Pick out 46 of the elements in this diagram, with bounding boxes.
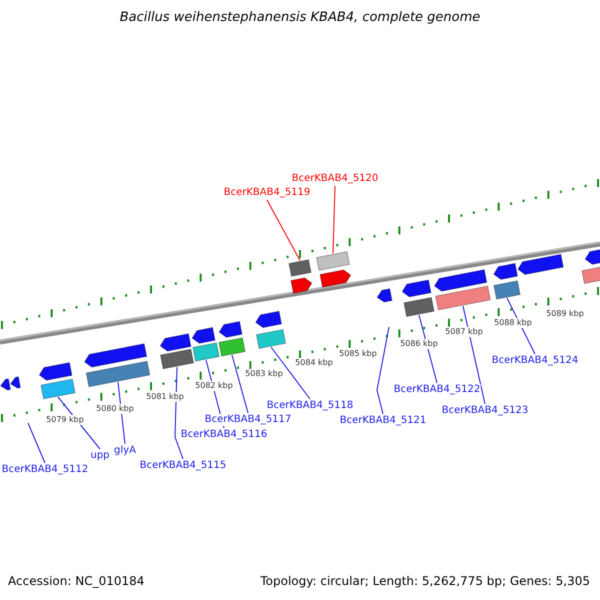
- gene-bar: [288, 259, 312, 277]
- gene-bar: [435, 286, 491, 310]
- scale-label: 5080 kbp: [96, 404, 134, 414]
- scale-label: 5079 kbp: [46, 415, 84, 425]
- gene-bar: [86, 360, 150, 388]
- scale-label: 5086 kbp: [400, 339, 438, 349]
- gene-bar: [403, 296, 435, 318]
- gene-label: BcerKBAB4_5120: [292, 173, 378, 185]
- genome-stats-text: Topology: circular; Length: 5,262,775 bp; Genes: 5,305: [260, 574, 590, 588]
- gene-label: BcerKBAB4_5123: [442, 405, 528, 417]
- gene-label: BcerKBAB4_5119: [224, 187, 310, 199]
- leader-line: [462, 306, 486, 404]
- gene-label: BcerKBAB4_5122: [394, 384, 480, 396]
- scale-label: 5082 kbp: [195, 381, 233, 391]
- gene-bar: [218, 337, 246, 357]
- gene-label: BcerKBAB4_5124: [492, 355, 578, 367]
- scale-label: 5087 kbp: [445, 327, 483, 337]
- gene-bar: [493, 280, 521, 300]
- gene-label: BcerKBAB4_5121: [340, 415, 426, 427]
- gene-label: upp: [90, 450, 110, 462]
- gene-bar: [160, 348, 194, 370]
- gene-label: BcerKBAB4_5115: [140, 460, 226, 472]
- leader-line: [270, 346, 310, 400]
- accession-text: Accession: NC_010184: [8, 574, 144, 588]
- gene-label: glyA: [114, 445, 136, 457]
- gene-bar: [256, 329, 286, 349]
- scale-label: 5085 kbp: [339, 349, 377, 359]
- leader-line: [332, 186, 336, 254]
- leader-line: [266, 200, 300, 261]
- leader-line: [174, 366, 184, 460]
- scale-label: 5084 kbp: [295, 358, 333, 368]
- leader-line: [28, 422, 46, 464]
- gene-label: BcerKBAB4_5118: [266, 400, 354, 412]
- scale-label: 5083 kbp: [245, 369, 283, 379]
- gene-bar: [192, 342, 220, 362]
- leader-line: [232, 354, 248, 414]
- scale-label: 5088 kbp: [494, 318, 532, 328]
- gene-label: BcerKBAB4_5112: [2, 464, 88, 476]
- gene-label: BcerKBAB4_5117: [204, 414, 292, 426]
- scale-label: 5081 kbp: [146, 392, 184, 402]
- leader-line: [376, 326, 390, 414]
- map-title: Bacillus weihenstephanensis KBAB4, complete genome: [120, 10, 480, 25]
- gene-bar: [40, 378, 76, 400]
- gene-label: BcerKBAB4_5116: [180, 429, 268, 441]
- scale-label: 5089 kbp: [546, 309, 584, 319]
- gene-bar: [316, 251, 350, 271]
